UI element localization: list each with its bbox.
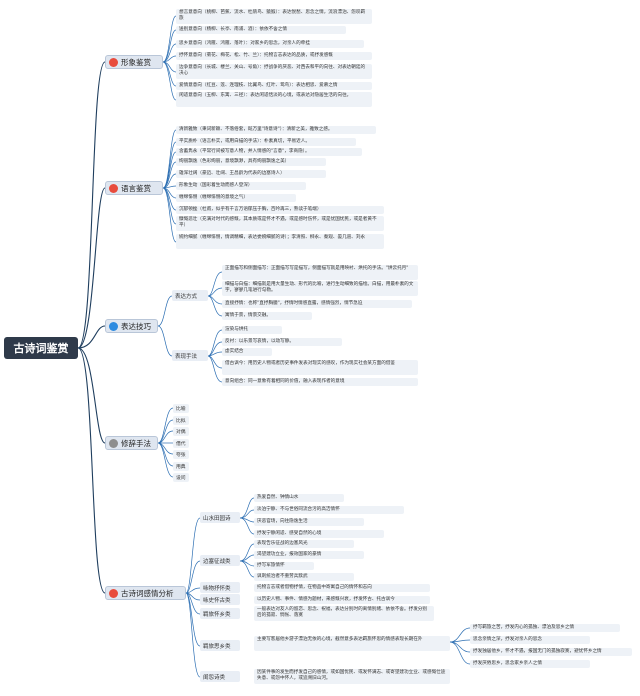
list-item[interactable]: 比喻: [173, 404, 189, 413]
sub-landscape-poems[interactable]: 山水田园诗: [200, 512, 240, 523]
branch-rhetoric[interactable]: 修辞手法: [105, 436, 158, 450]
list-item[interactable]: 虚实结合: [222, 348, 272, 356]
number-4-icon: [109, 438, 118, 448]
list-item[interactable]: 寓情于景，情景交融。: [222, 312, 312, 320]
list-item[interactable]: 绚丽飘逸（色彩绚丽，意境飘渺，具有绚丽飘逸之美）: [176, 158, 326, 166]
list-item[interactable]: 闲适意意向（五柳、东篱、三径）：表达闲适恬淡的心境，或表达对隐居生活的向往。: [176, 92, 372, 107]
list-item[interactable]: 讽刺统治者不重劳兵黩武: [254, 573, 354, 581]
list-item[interactable]: 边争意意向（长城、楼兰、关山、号角）：抒战争的厌恶、对西去和平的向往、对表达朝廷…: [176, 64, 372, 79]
list-item[interactable]: 形象生动（国彩着生动而感人登深）: [176, 182, 306, 190]
list-item[interactable]: 思乡意意向（鸿雁、鸿雁、落叶）：对家乡的思念，对亲人的牵挂: [176, 40, 364, 48]
list-item[interactable]: 表现告乐征战的边塞风光: [254, 540, 354, 548]
list-item[interactable]: 主要写客居他乡游子漂泊无依的心境，截然意多表达羁旅怀思的情感表现长期在外: [254, 636, 450, 651]
list-item[interactable]: 婉约细腻（缠绵悱恻，情调精细，表达委婉细腻的诗）；李清照、柳永、秦观、晏几道、刘…: [176, 234, 384, 249]
sub-object-poems[interactable]: 咏物抒怀类: [200, 582, 240, 593]
list-item[interactable]: 因某件事的发生而抒发自己的感情，或如国忧民、或发怀满志、或寄望建功立业、或感慨仕…: [254, 669, 450, 684]
branch-emotion-analysis[interactable]: 古诗词感情分析: [105, 586, 186, 600]
list-item[interactable]: 设问: [173, 473, 189, 482]
list-item[interactable]: 抒发厌倦思乡，思念家乡亲人之情: [470, 660, 590, 668]
list-item[interactable]: 夸张: [173, 450, 189, 459]
number-5-icon: [109, 588, 118, 598]
list-item[interactable]: 缠绵悱恻（缠绵悱恻的意境之气）: [176, 194, 296, 202]
sub-history-poems[interactable]: 咏史怀古类: [200, 594, 240, 605]
number-2-icon: [109, 183, 118, 193]
list-item[interactable]: 抒发宁静闲适、感受自然的心境: [254, 530, 384, 538]
list-item[interactable]: 清新雅致（秉词新颖、不落俗套，既万里"诗意诗"）：清新之美，雅致之感。: [176, 126, 376, 134]
sub-boudoir-poems[interactable]: 闺怨诗类: [200, 671, 240, 682]
list-item[interactable]: 细描与白描：细描就是用大量生动、形代的比喻，进行生动细致的描绘。白描，用最朴素的…: [222, 281, 418, 296]
list-item[interactable]: 淡泊宁静、不与世俗同流合污的高洁情怀: [254, 506, 404, 514]
branch-expression-techniques[interactable]: 表达技巧: [105, 319, 158, 333]
list-item[interactable]: 热爱自然、钟情山水: [254, 494, 344, 502]
list-item[interactable]: 抒写军旅情怀: [254, 562, 314, 570]
list-item[interactable]: 正面描写和侧面描写：正面描写写是描写，侧面描写就是用映衬、烘托的手法。"烘云托月…: [222, 265, 418, 280]
list-item[interactable]: 以历史人物、事件、情感为题材，来感慨兴衰，抒发怀古、托古讽今: [254, 596, 430, 604]
sub-presentation-methods[interactable]: 表现手法: [172, 350, 208, 361]
list-item[interactable]: 雄浑壮阔（豪迈、壮阔、王昌龄为代表的边塞诗人）: [176, 170, 326, 178]
root-topic[interactable]: 古诗词鉴赏: [4, 337, 78, 359]
list-item[interactable]: 借古讽今：用历史人物或者历史事件发表对现实的感叹，作为现实社会某方面的借鉴: [222, 360, 418, 375]
list-item[interactable]: 渴望建功立业，报效国家的豪情: [254, 551, 364, 559]
list-item[interactable]: 抒写羁旅之苦，抒发内心的孤独、漂泊及思乡之情: [470, 624, 620, 632]
list-item[interactable]: 沉郁顿挫（杜甫，似乎有千言万语郁压于胸，百吟再三，熟读于笔端）: [176, 206, 384, 214]
list-item[interactable]: 抒发独居他乡，怀才不遇，报国无门的孤独寂寞，避忧怀乡之情: [470, 648, 632, 656]
list-item[interactable]: 意向组合：同一意象有着相同的价值，融入表现作者的意境: [222, 378, 418, 386]
list-item[interactable]: 想言意意向（桃柳、芭蕉、流水、杜鹃鸟、猿猴）：表达悦愁、思念之情，流浪漂泊、怨叹…: [176, 9, 372, 24]
sub-frontier-poems[interactable]: 边塞征战类: [200, 555, 240, 566]
number-1-icon: [109, 57, 118, 67]
list-item[interactable]: 对偶: [173, 427, 189, 436]
list-item[interactable]: 送别意意向（杨柳、长亭、南浦、酒）：依依不舍之情: [176, 26, 346, 34]
list-item[interactable]: 用典: [173, 462, 189, 471]
list-item[interactable]: 慷慨悲壮（充满对时代的感慨，其本质或是怀才不遇，或是感时伤怀，或是忧国忧民，或是…: [176, 216, 384, 231]
list-item[interactable]: 含蓄隽永（平常行间被写意人物，并入情感的"言意"，李商隐）。: [176, 148, 362, 156]
list-item[interactable]: 抒怀意意向（菊花、梅花、松、竹、兰）：托物言志表达的品质，或抒发感慨: [176, 52, 372, 60]
branch-image-appreciation[interactable]: 形象鉴赏: [105, 55, 163, 69]
sub-expression-methods[interactable]: 表达方式: [172, 290, 208, 301]
list-item[interactable]: 平实质朴（语言朴实，或用白描的手法）：朴素真切，平易近人。: [176, 138, 356, 146]
list-item[interactable]: 一般表达对友人的留恋、思念、祝福，表达分别时的离情别绪、依依不舍。抒发分别后的孤…: [254, 606, 434, 621]
list-item[interactable]: 渲染与烘托: [222, 326, 282, 334]
sub-farewell-poems[interactable]: 羁旅怀乡类: [200, 608, 240, 619]
list-item[interactable]: 借代: [173, 439, 189, 448]
number-3-icon: [109, 321, 118, 331]
list-item[interactable]: 反衬：以乐景写哀情，以动写静。: [222, 338, 342, 346]
list-item[interactable]: 比拟: [173, 416, 189, 425]
sub-homesick-poems[interactable]: 羁旅思乡类: [200, 640, 240, 651]
list-item[interactable]: 托物言志或者借物抒情，在物品中寄寓自己的情怀和志向: [254, 584, 430, 592]
list-item[interactable]: 直接抒情：也称"直抒胸臆"，抒情时情感直露，感情强烈，情节急迫: [222, 300, 412, 308]
list-item[interactable]: 厌恶官场，向往隐逸生活: [254, 518, 364, 526]
list-item[interactable]: 爱情意意向（红豆、莲、连理枝、比翼鸟、红叶、鸳鸟）：表达相思、爱慕之情: [176, 82, 372, 90]
list-item[interactable]: 思念亲情之深，抒发对亲人的思念: [470, 636, 590, 644]
branch-language-appreciation[interactable]: 语言鉴赏: [105, 181, 163, 195]
